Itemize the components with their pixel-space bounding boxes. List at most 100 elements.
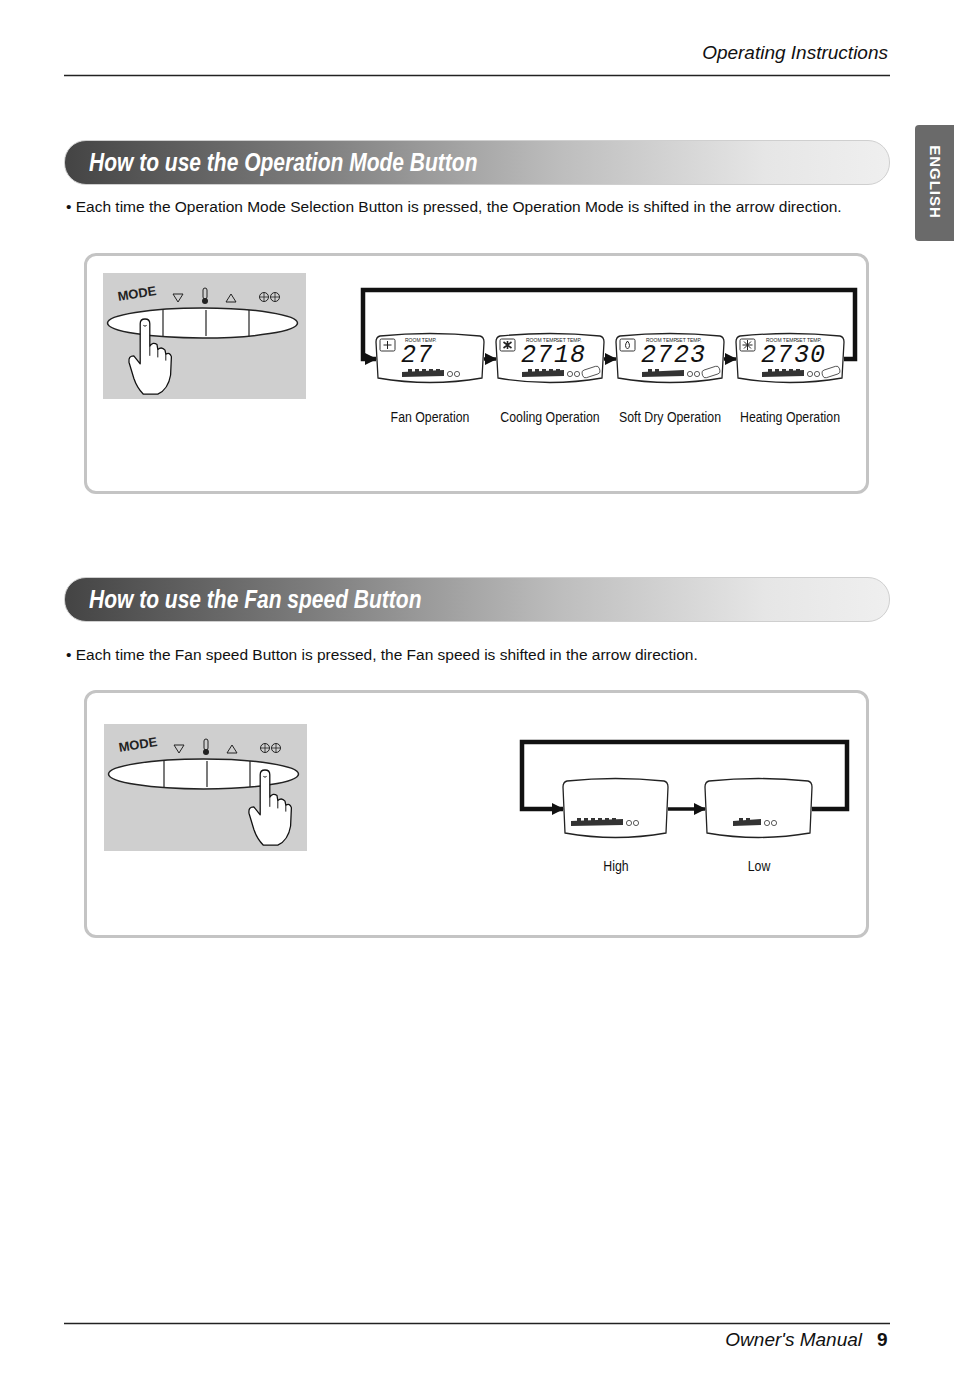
thermometer-symbol — [204, 739, 208, 750]
mode-icon — [743, 340, 753, 350]
lcd-group — [705, 779, 812, 838]
temp-up-symbol — [227, 745, 237, 753]
section-title: How to use the Operation Mode Button — [89, 148, 477, 177]
fan-speed-step — [612, 818, 616, 821]
fan-speed-step — [796, 369, 800, 372]
lcd-outline — [616, 334, 724, 383]
instruction-panel: MODEROOM TEMP.27Fan OperationROOM TEMP.S… — [64, 198, 890, 495]
temperature-digits: 27 — [761, 343, 793, 368]
fan-speed-step — [789, 369, 793, 372]
lcd-display: Low — [705, 778, 812, 840]
display-caption: Low — [747, 858, 770, 874]
fan-speed-step — [429, 369, 433, 372]
lcd-outline — [705, 779, 812, 838]
fan-symbol — [261, 744, 270, 753]
fan-symbol — [272, 744, 281, 753]
panel-border — [84, 690, 869, 938]
hand-outline — [249, 770, 292, 845]
fan-icon — [807, 371, 812, 376]
hand-knuckles — [263, 776, 285, 811]
temp-down-symbol — [173, 294, 183, 302]
display-caption: Soft Dry Operation — [619, 409, 721, 425]
display-caption: Fan Operation — [391, 409, 470, 425]
lcd-outline — [376, 334, 484, 383]
lcd-display: High — [563, 778, 668, 840]
fan-speed-bar — [762, 370, 804, 377]
flow-arrow — [484, 357, 496, 361]
fan-symbol — [271, 293, 280, 302]
fan-speed-step — [542, 369, 546, 372]
fan-speed-step — [535, 369, 539, 372]
temperature-digits: 30 — [794, 343, 826, 368]
fan-speed-step — [577, 818, 581, 821]
fan-speed-step — [408, 369, 412, 372]
fan-icon — [771, 820, 776, 825]
lcd-outline — [496, 334, 604, 383]
temp-down-symbol — [174, 745, 184, 753]
mode-icon-frame — [740, 339, 755, 351]
temperature-digits: 23 — [674, 343, 706, 368]
fan-speed-bar — [571, 819, 623, 826]
lcd-group — [376, 334, 484, 383]
display-caption: Heating Operation — [740, 409, 840, 425]
button-divider — [163, 761, 164, 787]
temperature-digits: 27 — [521, 343, 553, 368]
fan-symbol-blades — [271, 293, 279, 301]
fan-speed-bar — [402, 370, 444, 377]
instruction-note: • Each time the Fan speed Button is pres… — [66, 646, 698, 664]
lcd-display: ROOM TEMP.SET TEMP.2730Heating Operation — [736, 333, 844, 385]
flow-arrow — [668, 807, 705, 811]
header-rule — [64, 75, 890, 77]
fan-icon — [626, 820, 631, 825]
fan-speed-step — [598, 818, 602, 821]
remote-button-illustration: MODE — [104, 724, 307, 851]
fan-speed-bar — [733, 819, 761, 826]
fan-speed-step — [775, 369, 779, 372]
button-divider — [249, 761, 250, 787]
fan-icon — [694, 371, 699, 376]
footer-title: Owner's Manual — [725, 1329, 862, 1351]
instruction-panel: MODEHighLow• Each time the Fan speed But… — [64, 646, 890, 939]
hand-knuckles — [143, 325, 165, 360]
fan-speed-step — [528, 369, 532, 372]
footer-rule — [64, 1323, 890, 1325]
fan-icon — [447, 371, 452, 376]
fan-speed-step — [436, 369, 440, 372]
flow-arrow — [604, 357, 616, 361]
remote-button-illustration: MODE — [103, 273, 306, 399]
fan-speed-step — [746, 818, 750, 821]
lcd-group — [496, 334, 604, 383]
display-caption: High — [603, 858, 628, 874]
fan-speed-step — [739, 818, 743, 821]
lcd-display: ROOM TEMP.SET TEMP.2718Cooling Operation — [496, 333, 604, 385]
language-tab — [915, 125, 954, 241]
thermometer-bulb — [203, 749, 209, 755]
fan-symbol-blades — [272, 744, 280, 752]
lcd-drawing — [560, 775, 671, 843]
panel-border — [84, 253, 869, 494]
button-divider — [206, 761, 207, 787]
fan-symbol — [260, 293, 269, 302]
temperature-digits: 18 — [554, 343, 586, 368]
fan-speed-step — [549, 369, 553, 372]
fan-speed-step — [782, 369, 786, 372]
fan-icon — [633, 820, 638, 825]
button-divider — [248, 310, 249, 336]
mode-icon — [384, 341, 392, 349]
mode-icon-frame — [500, 339, 515, 351]
fan-speed-step — [768, 369, 772, 372]
temp-up-symbol — [226, 294, 236, 302]
lcd-group — [563, 779, 668, 838]
lcd-display: ROOM TEMP.SET TEMP.2723Soft Dry Operatio… — [616, 333, 724, 385]
fan-icon — [574, 371, 579, 376]
button-divider — [205, 310, 206, 336]
hand-outline — [129, 319, 172, 394]
mode-icon — [504, 341, 512, 349]
fan-symbol-blades — [260, 293, 268, 301]
instruction-note: • Each time the Operation Mode Selection… — [66, 198, 842, 216]
section-banner: How to use the Fan speed Button — [64, 577, 890, 622]
section-banner: How to use the Operation Mode Button — [64, 140, 890, 185]
fan-speed-step — [422, 369, 426, 372]
lcd-group — [736, 334, 844, 383]
